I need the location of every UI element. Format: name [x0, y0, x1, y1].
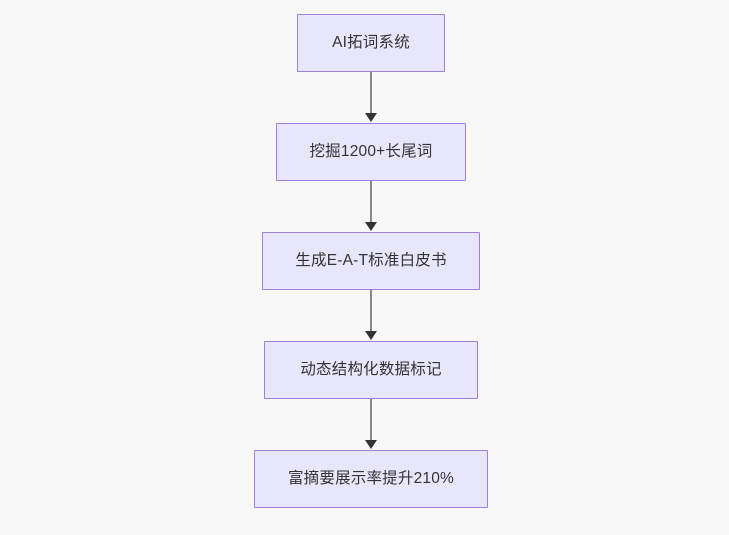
- flow-node-longtail-keywords[interactable]: 挖掘1200+长尾词: [276, 123, 466, 181]
- flow-node-ai-keyword-system[interactable]: AI拓词系统: [297, 14, 445, 72]
- flow-node-rich-snippet-result[interactable]: 富摘要展示率提升210%: [254, 450, 488, 508]
- flow-node-structured-data-markup[interactable]: 动态结构化数据标记: [264, 341, 478, 399]
- flow-edge-n3-n4: [370, 290, 372, 331]
- flow-node-label: 挖掘1200+长尾词: [309, 142, 433, 160]
- arrow-down-icon: [365, 222, 377, 231]
- arrow-down-icon: [365, 331, 377, 340]
- flow-edge-n4-n5: [370, 399, 372, 440]
- flow-node-eat-whitepaper[interactable]: 生成E-A-T标准白皮书: [262, 232, 480, 290]
- arrow-down-icon: [365, 440, 377, 449]
- flow-edge-n1-n2: [370, 72, 372, 113]
- flow-node-label: 生成E-A-T标准白皮书: [295, 251, 447, 269]
- flow-node-label: 富摘要展示率提升210%: [287, 469, 455, 487]
- flow-node-label: AI拓词系统: [332, 33, 410, 51]
- flow-node-label: 动态结构化数据标记: [300, 360, 442, 378]
- flow-edge-n2-n3: [370, 181, 372, 222]
- arrow-down-icon: [365, 113, 377, 122]
